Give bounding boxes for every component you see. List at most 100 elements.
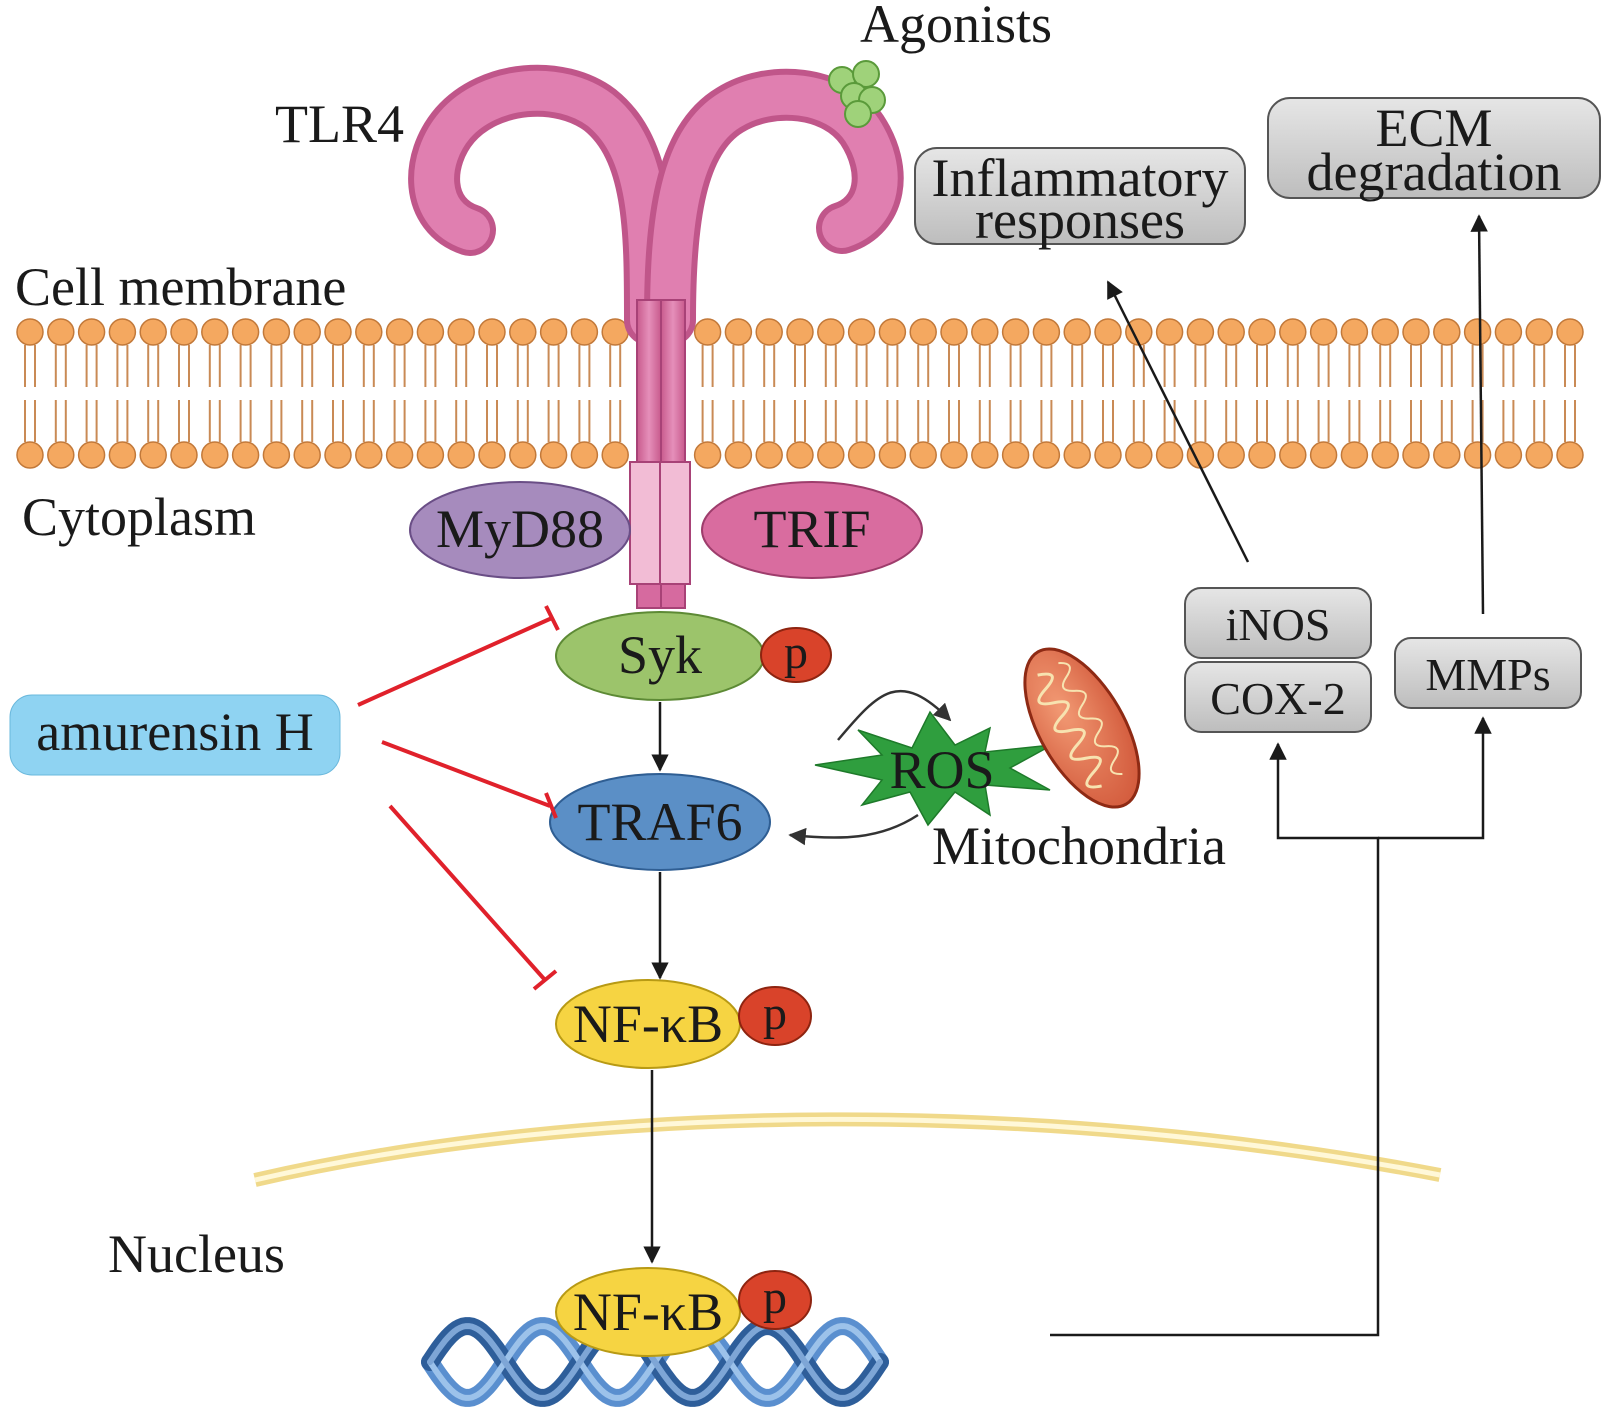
lipid-head [786,318,814,346]
nucleus-label: Nucleus [108,1224,285,1284]
pathway-arrows [643,702,669,1264]
cytoplasm-label: Cytoplasm [22,487,256,547]
lipid-head [47,441,75,469]
lipid-head [262,318,291,346]
lipid-head [478,441,506,469]
nfkb-cytoplasm-phospho-label: p [763,987,787,1040]
lipid-head [1309,318,1338,346]
lipid-head [971,441,999,469]
lipid-head [847,441,876,469]
lipid-head [940,318,968,346]
cell-membrane-label: Cell membrane [15,257,346,317]
nfkb-nucleus-phospho-label: p [763,1271,787,1324]
lipid-head [509,441,537,469]
lipid-head [108,441,137,469]
nuclear-envelope [253,1112,1442,1187]
ecm-line2: degradation [1307,142,1562,202]
lipid-head [1340,441,1369,469]
cell-membrane-bilayer [16,318,1584,469]
lipid-head [1556,318,1584,346]
lipid-head [1032,441,1061,469]
tlr4-label: TLR4 [275,94,404,154]
lipid-head [170,441,198,469]
agonists-label: Agonists [860,0,1052,54]
lipid-head [231,441,260,469]
lipid-head [201,441,229,469]
lipid-head [971,318,999,346]
lipid-head [478,318,506,346]
syk-to-ros-arrow [837,689,952,741]
lipid-head [1125,441,1153,469]
lipid-head [539,318,568,346]
lipid-head [108,318,137,346]
lipid-head [447,441,475,469]
lipid-head [47,318,75,346]
lipid-head [1371,318,1399,346]
lipid-head [1494,441,1523,469]
lipid-head [355,441,383,469]
nfkb-nucleus-node [555,1267,741,1357]
inhibition-lines [357,605,560,991]
lipid-head [601,441,629,469]
lipid-head [755,318,783,346]
lipid-head [1186,318,1215,346]
lipid-head [817,441,845,469]
inflammatory-responses-box [914,147,1246,245]
lipid-head [1063,441,1091,469]
nfkb-cytoplasm-label: NF-κB [573,994,723,1054]
amurensin-h-box [9,694,341,776]
lipid-head [1402,318,1430,346]
lipid-head [16,318,44,346]
lipid-head [755,441,783,469]
lipid-head [324,318,352,346]
inflammatory-line2: responses [975,190,1185,250]
lipid-head [909,441,937,469]
lipid-head [1433,441,1461,469]
lipid-head [1525,318,1553,346]
inos-box [1184,587,1372,659]
lipid-head [262,441,291,469]
mitochondria-label: Mitochondria [932,816,1226,876]
inos-label: iNOS [1226,599,1331,650]
myd88-adapter [409,481,631,579]
mmps-label: MMPs [1425,649,1550,700]
nfkb-cytoplasm-phospho-badge [738,986,812,1046]
lipid-head [1494,318,1523,346]
lipid-head [1556,441,1584,469]
lipid-head [1217,318,1245,346]
lipid-head [139,441,167,469]
tlr4-receptor [408,64,904,609]
syk-phospho-label: p [784,626,808,679]
traf6-label: TRAF6 [577,792,742,852]
lipid-head [447,318,475,346]
lipid-head [724,441,753,469]
lipid-head [1248,441,1276,469]
syk-label: Syk [618,625,702,685]
dna-helix-icon [421,1317,889,1407]
lipid-head [1217,441,1245,469]
nfkb-nucleus-phospho-badge [738,1270,812,1330]
lipid-head [416,441,445,469]
lipid-head [1279,318,1307,346]
lipid-head [539,441,568,469]
lipid-head [1032,318,1061,346]
lipid-head [201,318,229,346]
amurensin-h-label: amurensin H [36,702,313,762]
agonist-particles-icon [828,60,886,128]
ecm-line1: ECM [1375,98,1492,158]
lipid-head [1463,441,1492,469]
myd88-label: MyD88 [436,499,604,559]
lipid-head [1340,318,1369,346]
lipid-head [693,441,722,469]
trif-label: TRIF [753,499,870,559]
lipid-head [1309,441,1338,469]
lipid-head [1001,318,1030,346]
syk-phospho-badge [760,627,832,683]
lipid-head [1063,318,1091,346]
lipid-head [77,318,106,346]
lipid-head [293,318,321,346]
lipid-head [385,441,414,469]
lipid-head [817,318,845,346]
lipid-head [1279,441,1307,469]
